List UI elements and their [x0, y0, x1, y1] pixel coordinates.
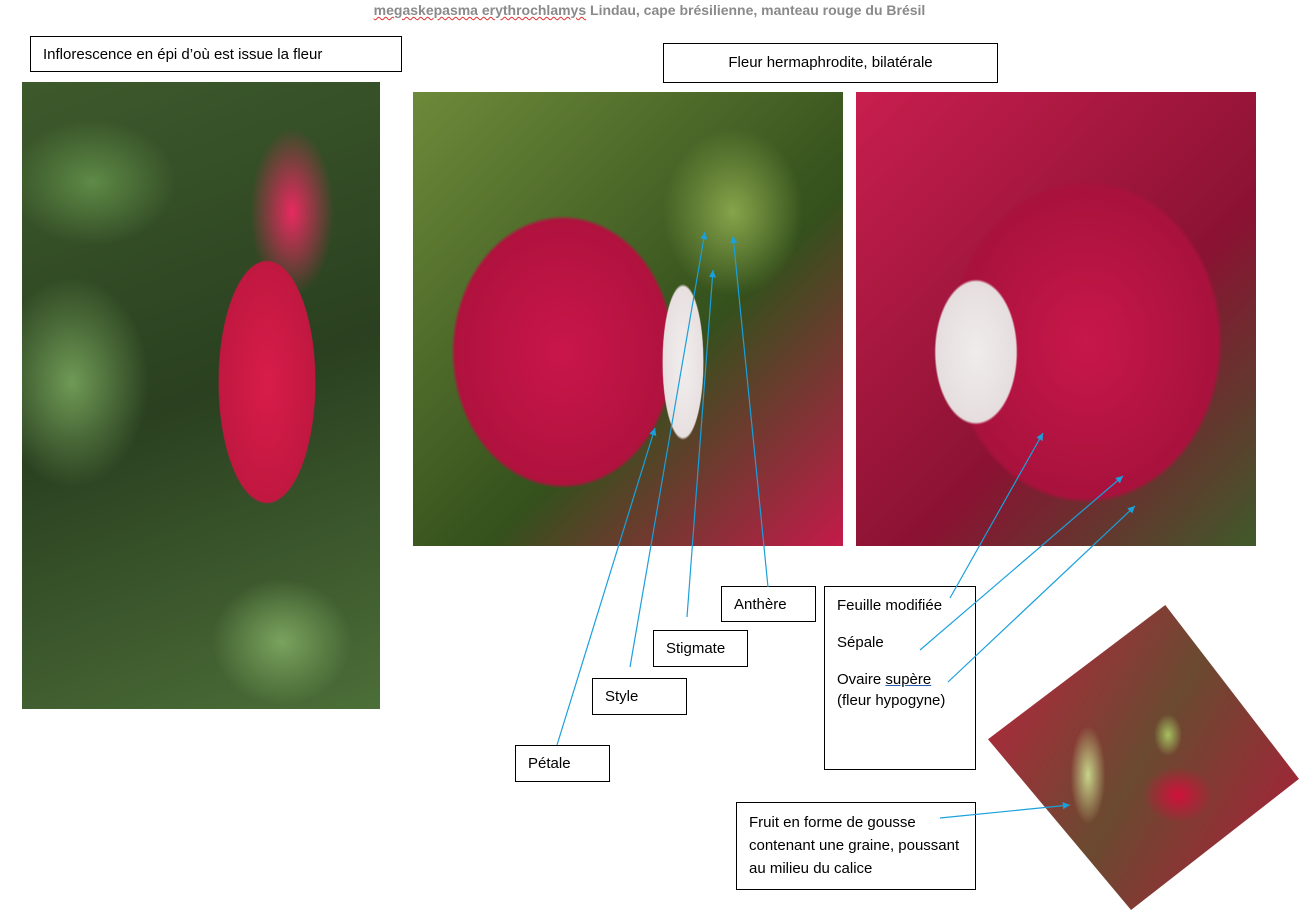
inflorescence-label: Inflorescence en épi d’où est issue la f…: [30, 36, 402, 72]
style-label: Style: [592, 678, 687, 715]
hypogyne-label: (fleur hypogyne): [837, 692, 946, 709]
ovaire-label: Ovaire supère: [837, 669, 963, 690]
document-title: megaskepasma erythrochlamys Lindau, cape…: [0, 2, 1299, 18]
ovaire-supere-text: supère: [885, 671, 932, 688]
feuille-label: Feuille modifiée: [837, 597, 943, 614]
petale-label: Pétale: [515, 745, 610, 782]
flower-label: Fleur hermaphrodite, bilatérale: [663, 43, 998, 83]
stigmate-label: Stigmate: [653, 630, 748, 667]
fruit-photo-rotated: [988, 605, 1299, 910]
ovaire-text: Ovaire: [837, 671, 886, 688]
flower-parts-box: Feuille modifiée Sépale Ovaire supère (f…: [824, 586, 976, 770]
species-name: megaskepasma erythrochlamys: [373, 2, 587, 18]
common-names: Lindau, cape brésilienne, manteau rouge …: [586, 2, 926, 18]
anthere-label: Anthère: [721, 586, 816, 622]
flower-photo-2: [856, 92, 1256, 546]
sepale-label: Sépale: [837, 634, 884, 651]
fruit-label: Fruit en forme de gousse contenant une g…: [736, 802, 976, 890]
flower-photo-1: [413, 92, 843, 546]
inflorescence-photo: [22, 82, 380, 709]
